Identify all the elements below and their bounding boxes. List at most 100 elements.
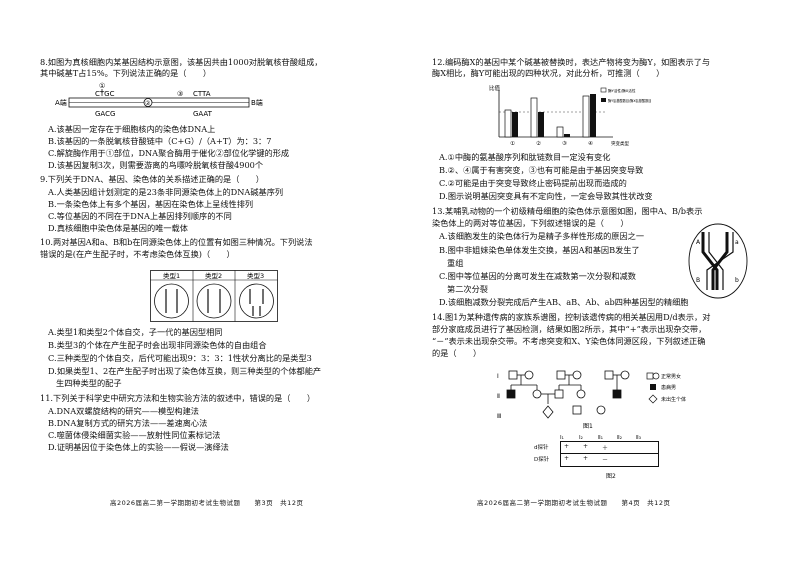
q12-option-b: B.②、④属于有害突变，③也有可能是由于基因突变导致 <box>439 165 644 175</box>
mark-1: ① <box>99 82 105 90</box>
svg-text:Ⅱ: Ⅱ <box>497 393 500 400</box>
svg-text:Ⅲ: Ⅲ <box>497 413 501 420</box>
left-footer: 高2026届高二第一学期期初考试生物试题 第3页 共12页 <box>110 499 304 507</box>
svg-text:B: B <box>696 277 700 284</box>
q12-option-a: A.①中酶的氨基酸序列和肽链数目一定没有变化 <box>439 152 611 162</box>
chart-cat-2: ② <box>536 140 541 147</box>
probe-row-d-values: + + ＋ <box>564 443 621 452</box>
q11-option-a: A.DNA双螺旋结构的研究——模型构建法 <box>48 406 199 416</box>
q13-option-c-cont: 第二次分裂 <box>447 284 488 294</box>
q13-stem-line2: 染色体上的两对等位基因，下列叙述错误的是（ ） <box>432 218 629 228</box>
mark-2: ② <box>145 100 151 107</box>
probe-header-1: Ⅰ₁ <box>560 435 564 441</box>
q9-option-d: D.真核细胞中染色体是基因的唯一载体 <box>48 223 188 233</box>
q12-stem-line1: 12.编码酶X的基因中某个碱基被替换时，表达产物将变为酶Y，如图表示了与 <box>432 57 711 67</box>
q11-option-d: D.证明基因位于染色体上的实验——假说—演绎法 <box>48 442 229 452</box>
q12-option-c: C.②可能是由于突变导致终止密码提前出现而造成的 <box>439 178 627 188</box>
b-end-label: B端 <box>251 98 263 107</box>
probe-row-d-label: d探针 <box>534 445 549 451</box>
q14-stem-line1: 14.图1为某种遗传病的家族系谱图，控制该遗传病的相关基因用D/d表示，对 <box>432 312 711 322</box>
probe-cell: + <box>564 443 570 450</box>
chart-xlabel: 突变类型 <box>611 140 629 147</box>
probe-table-header: Ⅰ₁ Ⅰ₂ Ⅱ₁ Ⅱ₂ Ⅱ₃ <box>534 435 659 441</box>
q13-option-c: C.图中等位基因的分离可发生在减数第一次分裂和减数 <box>439 271 636 281</box>
q14-stem-line4: 的是（ ） <box>432 348 482 358</box>
q13-option-b: B.图中非姐妹染色单体发生交换，基因A和基因B发生了 <box>439 245 640 255</box>
probe-table-grid <box>560 441 659 467</box>
right-footer: 高2026届高二第一学期期初考试生物试题 第4页 共12页 <box>477 499 671 507</box>
q8-option-c: C.解旋酶作用于①部位，DNA聚合酶用于催化②部位化学键的形成 <box>48 148 290 158</box>
q12-option-d: D.图示说明基因突变具有不定向性，一定会导致其性状改变 <box>439 191 653 201</box>
q11-stem: 11.下列关于科学史中研究方法和生物实验方法的叙述中，错误的是（ ） <box>40 393 316 403</box>
probe-header-3: Ⅱ₁ <box>598 435 603 441</box>
type3-label: 类型3 <box>247 271 264 280</box>
probe-row-D-values: + + － <box>564 455 621 464</box>
chart-cat-3: ③ <box>562 141 567 147</box>
gene-structure-figure: ① CTGC CTTA A端 B端 ② ③ GACG GAAT <box>55 82 263 118</box>
chart-legend-1: 酶Y活性/酶X活性 <box>608 88 636 93</box>
q10-stem-line2: 错误的是(在产生配子时，不考虑染色体互换)（ ） <box>40 249 235 259</box>
probe-row-D-label: D探针 <box>534 457 550 463</box>
q14-stem-line3: “－”表示未出现杂交带。不考虑突变和X、Y染色体同源区段，下列叙述正确 <box>432 336 706 346</box>
q9-option-a: A.人类基因组计划测定的是23条非同源染色体上的DNA碱基序列 <box>48 187 284 197</box>
bottom-seq-1: GACG <box>95 110 115 118</box>
q13-option-d: D.该细胞减数分裂完成后产生AB、aB、Ab、ab四种基因型的精细胞 <box>439 297 689 307</box>
q13-option-a: A.该细胞发生的染色体行为是精子多样性形成的原因之一 <box>439 231 645 241</box>
chart-cat-1: ① <box>510 141 515 147</box>
probe-header-2: Ⅰ₂ <box>579 435 583 441</box>
fig1-caption: 图1 <box>583 423 593 430</box>
probe-header-4: Ⅱ₂ <box>617 435 622 441</box>
probe-cell: + <box>583 443 589 450</box>
probe-cell: － <box>602 457 609 464</box>
primary-spermatocyte-figure: A a B b <box>688 223 748 299</box>
q10-option-c: C.三种类型的个体自交，后代可能出现9：3：3：1性状分离比的是类型3 <box>48 353 312 363</box>
q11-option-c: C.噬菌体侵染细菌实验——放射性同位素标记法 <box>48 430 221 440</box>
q8-option-d: D.该基因复制3次，则需要游离的鸟嘌呤脱氧核苷酸4900个 <box>48 160 264 170</box>
right-page: 12.编码酶X的基因中某个碱基被替换时，表达产物将变为酶Y，如图表示了与 酶X相… <box>397 0 794 561</box>
svg-text:A: A <box>696 239 701 246</box>
type2-label: 类型2 <box>205 271 222 280</box>
q13-stem-line1: 13.某哺乳动物的一个初级精母细胞的染色体示意图如图，图中A、B/b表示 <box>432 206 703 216</box>
pedigree-figure: Ⅰ Ⅱ Ⅲ 图1 正常男女 患病男 <box>497 370 686 430</box>
left-page: 8.如图为真核细胞内某基因结构示意图，该基因共由1000对脱氧核苷酸组成， 其中… <box>40 57 323 507</box>
legend-normal: 正常男女 <box>661 373 681 380</box>
q8-stem-line2: 其中碱基T占15%。下列说法正确的是（ ） <box>40 68 212 78</box>
q9-option-c: C.等位基因的不同在于DNA上基因排列顺序的不同 <box>48 211 232 221</box>
legend-affected-male: 患病男 <box>661 384 676 391</box>
probe-cell: + <box>583 455 589 462</box>
mark-3: ③ <box>177 90 183 98</box>
type1-label: 类型1 <box>163 271 180 280</box>
q8-stem-line1: 8.如图为真核细胞内某基因结构示意图，该基因共由1000对脱氧核苷酸组成， <box>40 57 323 67</box>
top-seq-2: CTTA <box>193 90 211 98</box>
q9-option-b: B.一条染色体上有多个基因，基因在染色体上呈线性排列 <box>48 199 254 209</box>
q10-option-b: B.类型3的个体在产生配子时会出现非同源染色体的自由组合 <box>48 340 267 350</box>
q8-option-a: A.该基因一定存在于细胞核内的染色体DNA上 <box>48 124 216 134</box>
probe-cell: + <box>564 455 570 462</box>
probe-result-table: Ⅰ₁ Ⅰ₂ Ⅱ₁ Ⅱ₂ Ⅱ₃ d探针 D探针 + + ＋ + + － 图2 <box>534 435 659 480</box>
bottom-seq-2: GAAT <box>193 110 213 118</box>
a-end-label: A端 <box>55 98 67 107</box>
q11-option-b: B.DNA复制方式的研究方法——差速离心法 <box>48 418 208 428</box>
chart-bars <box>504 94 596 138</box>
svg-text:a: a <box>735 239 739 246</box>
q13-option-b-cont: 重组 <box>447 258 464 268</box>
q10-option-d-cont: 生四种类型的配子 <box>56 378 122 388</box>
chart-legend-2: 酶Y氨基酸数目/酶X氨基酸数目 <box>608 98 651 103</box>
q10-option-a: A.类型1和类型2个体自交，子一代的基因型相同 <box>48 327 223 337</box>
q8-option-b: B.该基因的一条脱氧核苷酸链中（C+G）/（A+T）为：3：7 <box>48 136 272 146</box>
q9-stem: 9.下列关于DNA、基因、染色体的关系描述正确的是（ ） <box>40 174 264 184</box>
q12-stem-line2: 酶X相比，酶Y可能出现的四种状况，对此分析，可推测（ ） <box>432 68 665 78</box>
chart-ylabel: 比值 <box>489 84 501 92</box>
top-seq-1: CTGC <box>95 90 115 98</box>
svg-text:b: b <box>735 277 739 284</box>
fig2-caption: 图2 <box>606 473 616 480</box>
probe-cell: ＋ <box>602 445 609 452</box>
chart-cat-4: ④ <box>588 141 593 147</box>
gene-position-types-figure: 类型1 类型2 类型3 <box>150 270 278 322</box>
svg-text:Ⅰ: Ⅰ <box>497 373 499 380</box>
probe-header-5: Ⅱ₃ <box>636 435 641 441</box>
legend-unborn: 未出生个体 <box>661 396 686 403</box>
q10-option-d: D.如果类型1、2在产生配子时出现了染色体互换，则三种类型的个体都能产 <box>48 366 322 376</box>
q14-stem-line2: 部分家庭成员进行了基因检测，结果如图2所示，其中“+”表示出现杂交带， <box>432 324 707 334</box>
q10-stem-line1: 10.两对基因A和a、B和b在同源染色体上的位置有如图三种情况。下列说法 <box>40 237 313 247</box>
